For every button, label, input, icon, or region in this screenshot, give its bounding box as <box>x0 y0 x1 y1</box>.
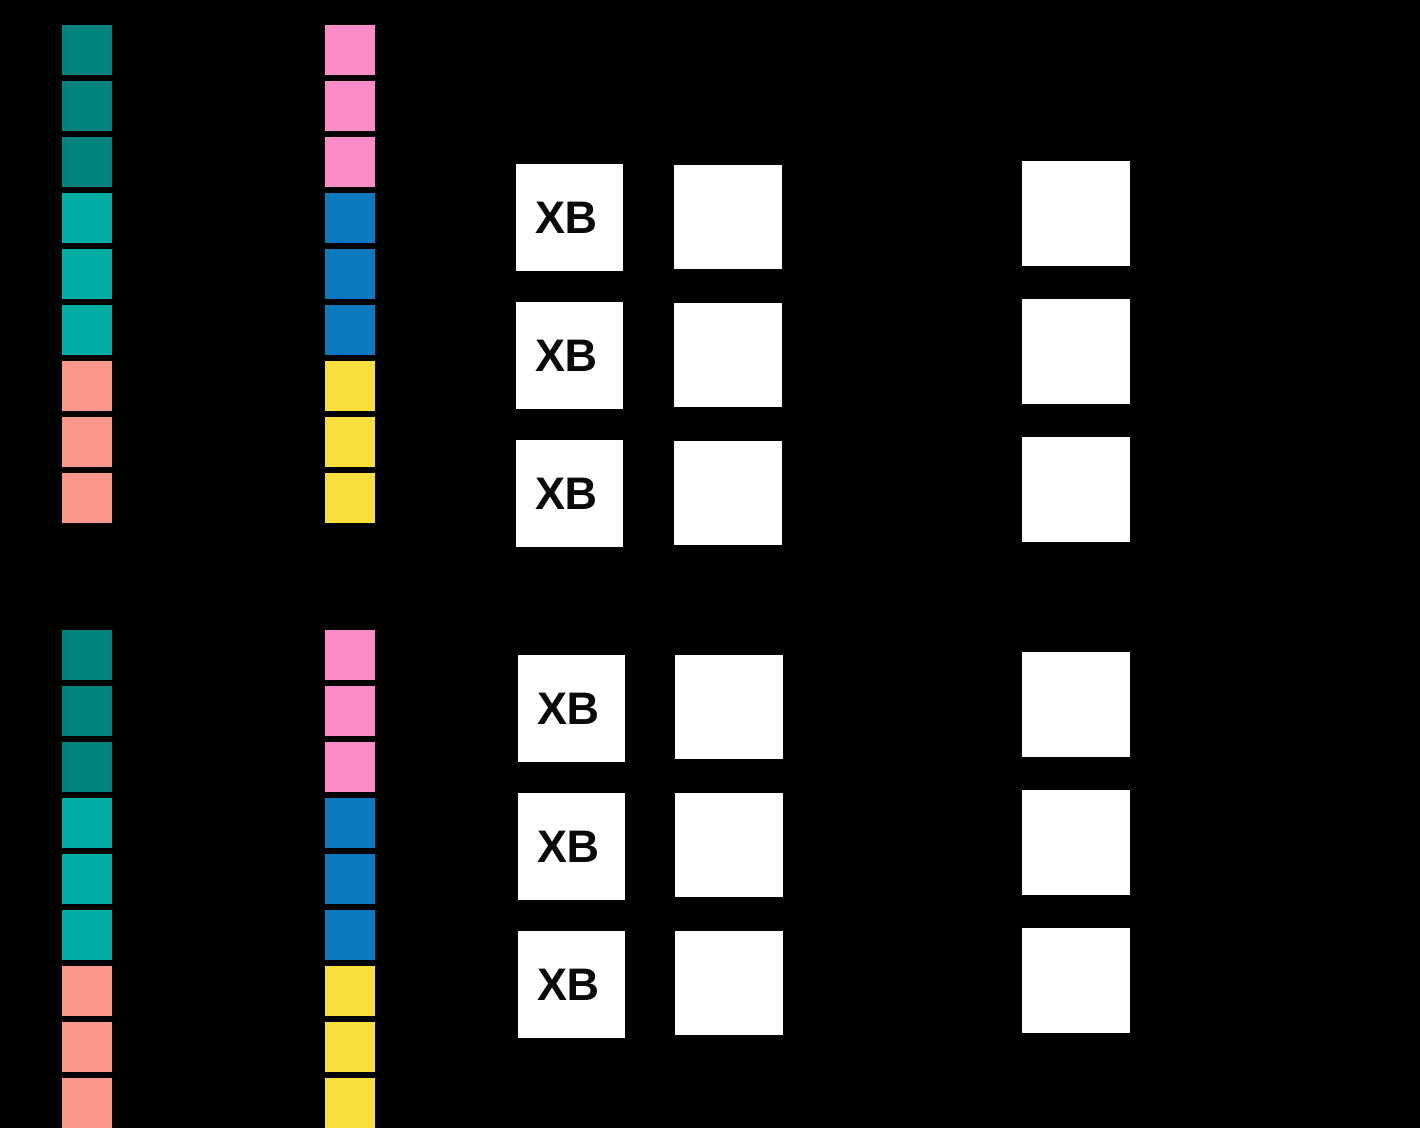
card-column-blank-middle <box>674 165 782 545</box>
swatch-dark-teal-1[interactable] <box>62 630 112 680</box>
card-column-xb: XB XB XB <box>518 655 625 1038</box>
card-column-blank-right <box>1022 652 1130 1033</box>
swatch-yellow-1[interactable] <box>325 966 375 1016</box>
swatch-column-left <box>62 25 112 523</box>
swatch-dark-teal-3[interactable] <box>62 137 112 187</box>
swatch-salmon-3[interactable] <box>62 473 112 523</box>
swatch-blue-2[interactable] <box>325 249 375 299</box>
swatch-dark-teal-3[interactable] <box>62 742 112 792</box>
swatch-bright-teal-3[interactable] <box>62 910 112 960</box>
swatch-pink-2[interactable] <box>325 686 375 736</box>
swatch-column-left <box>62 630 112 1128</box>
card-label: XB <box>537 959 599 1010</box>
swatch-yellow-2[interactable] <box>325 1022 375 1072</box>
swatch-bright-teal-3[interactable] <box>62 305 112 355</box>
card-blank-3[interactable] <box>675 931 783 1035</box>
swatch-blue-1[interactable] <box>325 798 375 848</box>
swatch-blue-3[interactable] <box>325 910 375 960</box>
swatch-pink-3[interactable] <box>325 742 375 792</box>
card-xb-1[interactable]: XB <box>518 655 625 762</box>
swatch-salmon-3[interactable] <box>62 1078 112 1128</box>
card-label: XB <box>535 468 597 519</box>
card-blank-2[interactable] <box>1022 790 1130 895</box>
swatch-yellow-2[interactable] <box>325 417 375 467</box>
swatch-dark-teal-2[interactable] <box>62 81 112 131</box>
card-blank-1[interactable] <box>674 165 782 269</box>
card-blank-3[interactable] <box>1022 437 1130 542</box>
card-blank-3[interactable] <box>674 441 782 545</box>
card-blank-2[interactable] <box>1022 299 1130 404</box>
swatch-dark-teal-2[interactable] <box>62 686 112 736</box>
card-label: XB <box>537 821 599 872</box>
card-xb-3[interactable]: XB <box>518 931 625 1038</box>
card-xb-3[interactable]: XB <box>516 440 623 547</box>
swatch-bright-teal-1[interactable] <box>62 798 112 848</box>
swatch-bright-teal-2[interactable] <box>62 249 112 299</box>
swatch-blue-1[interactable] <box>325 193 375 243</box>
swatch-pink-2[interactable] <box>325 81 375 131</box>
swatch-bright-teal-2[interactable] <box>62 854 112 904</box>
card-xb-2[interactable]: XB <box>516 302 623 409</box>
swatch-blue-2[interactable] <box>325 854 375 904</box>
swatch-salmon-1[interactable] <box>62 966 112 1016</box>
swatch-column-second <box>325 630 375 1128</box>
card-label: XB <box>535 192 597 243</box>
card-column-xb: XB XB XB <box>516 164 623 547</box>
swatch-dark-teal-1[interactable] <box>62 25 112 75</box>
swatch-pink-1[interactable] <box>325 630 375 680</box>
card-label: XB <box>535 330 597 381</box>
card-blank-2[interactable] <box>674 303 782 407</box>
card-column-blank-right <box>1022 161 1130 542</box>
swatch-salmon-1[interactable] <box>62 361 112 411</box>
card-label: XB <box>537 683 599 734</box>
swatch-yellow-3[interactable] <box>325 473 375 523</box>
card-blank-1[interactable] <box>1022 652 1130 757</box>
card-xb-2[interactable]: XB <box>518 793 625 900</box>
card-blank-2[interactable] <box>675 793 783 897</box>
card-xb-1[interactable]: XB <box>516 164 623 271</box>
card-blank-1[interactable] <box>1022 161 1130 266</box>
swatch-blue-3[interactable] <box>325 305 375 355</box>
card-blank-3[interactable] <box>1022 928 1130 1033</box>
card-blank-1[interactable] <box>675 655 783 759</box>
swatch-bright-teal-1[interactable] <box>62 193 112 243</box>
swatch-yellow-3[interactable] <box>325 1078 375 1128</box>
swatch-pink-1[interactable] <box>325 25 375 75</box>
swatch-salmon-2[interactable] <box>62 1022 112 1072</box>
swatch-salmon-2[interactable] <box>62 417 112 467</box>
swatch-pink-3[interactable] <box>325 137 375 187</box>
swatch-column-second <box>325 25 375 523</box>
card-column-blank-middle <box>675 655 783 1035</box>
swatch-yellow-1[interactable] <box>325 361 375 411</box>
